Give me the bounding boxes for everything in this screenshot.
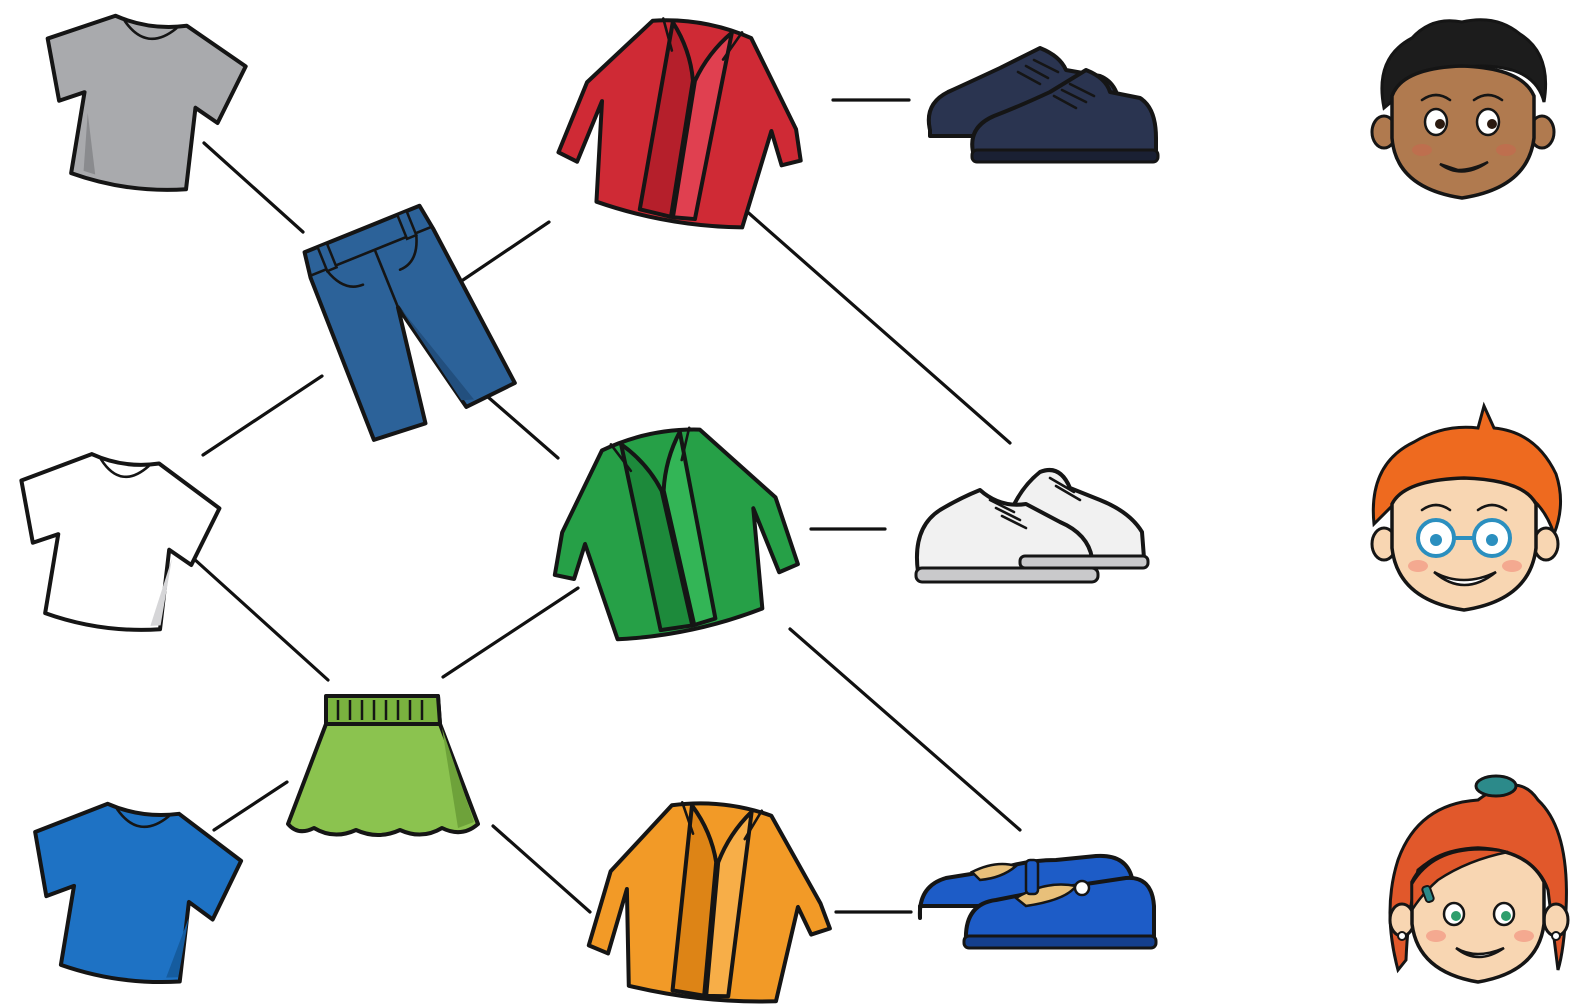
orange-jacket [585,792,842,1004]
red-jacket [550,3,821,242]
connector-jeans-green-jacket [488,397,558,458]
tshirt-icon [29,7,250,201]
connector-skirt-orange-jacket [493,826,590,912]
white-shoes [916,470,1148,582]
jeans [299,198,516,444]
blue-tshirt [16,794,246,993]
green-jacket [530,410,806,656]
boy-face-icon [1372,406,1561,610]
jeans-icon [299,198,516,444]
tshirt-icon [16,794,246,993]
tshirt-icon [3,445,225,641]
shoes-icon [929,48,1158,162]
connector-red-jacket-white-shoes [743,208,1010,443]
boy-face-icon [1372,20,1554,198]
connector-blue-tshirt-skirt [214,782,287,830]
dark-shoes [929,48,1158,162]
sneakers-icon [916,470,1148,582]
gray-tshirt [29,7,250,201]
connector-skirt-green-jacket [443,588,578,677]
connector-jeans-red-jacket [460,222,549,282]
blue-shoes [920,856,1156,948]
girl-ponytail [1390,776,1568,982]
connector-white-tshirt-skirt [193,558,328,680]
girl-face-icon [1390,776,1568,982]
jacket-icon [550,3,821,242]
jacket-icon [585,792,842,1004]
jacket-icon [530,410,806,656]
mary-jane-shoes-icon [920,856,1156,948]
white-tshirt [3,445,225,641]
connector-white-tshirt-jeans [203,376,322,455]
green-skirt [288,696,478,835]
skirt-icon [288,696,478,835]
connector-gray-tshirt-jeans [204,143,303,232]
boy-ginger-glasses [1372,406,1561,610]
connector-green-jacket-blue-shoes [790,629,1020,830]
boy-dark-hair [1372,20,1554,198]
